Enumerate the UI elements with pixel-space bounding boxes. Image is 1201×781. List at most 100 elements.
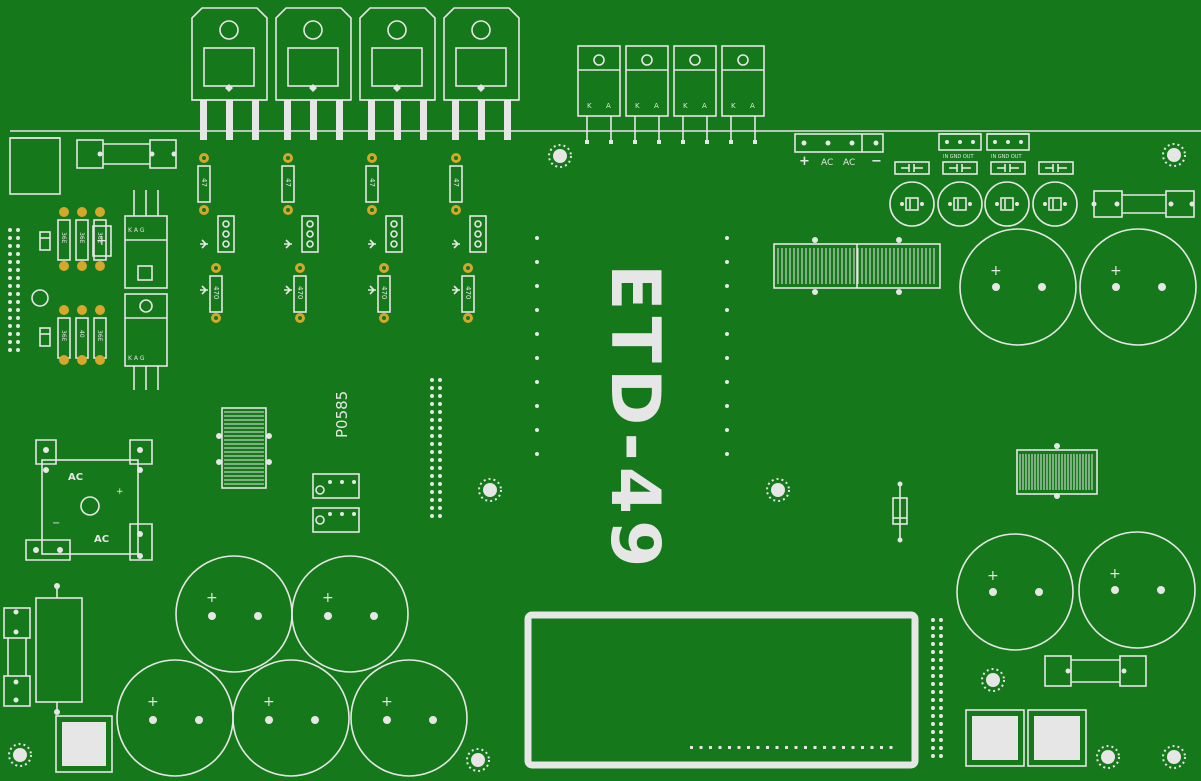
svg-text:36E: 36E [78,232,85,244]
display-pin [718,746,722,749]
voltage-regulator-pair: IN GND OUT IN GND OUT [938,133,1030,160]
svg-text:47: 47 [200,178,208,187]
via-dot [438,394,442,398]
via-dot [430,506,434,510]
via-dot [725,452,729,456]
via-dot [725,236,729,240]
resistor-cluster-bottom: 36E 40 36E [57,305,107,365]
display-pin [832,746,836,749]
via-dot [725,404,729,408]
header-column-mid [430,378,442,518]
via-dot [939,626,943,630]
regulator-pin-label: IN GND OUT [943,154,974,160]
via-dot [430,418,434,422]
via-dot [8,236,12,240]
svg-text:K: K [587,102,592,110]
via-dot [725,308,729,312]
display-pin [737,746,741,749]
small-diode-left [31,231,51,347]
svg-text:K A G: K A G [128,227,145,234]
via-dot [430,442,434,446]
via-dot [430,450,434,454]
via-dot [939,698,943,702]
via-dot [8,348,12,352]
via-dot [8,260,12,264]
svg-text:470: 470 [212,286,220,299]
via-dot [430,490,434,494]
trimmer-block [312,473,360,533]
svg-text:36E: 36E [96,232,103,244]
heatsink-comb-small [216,407,272,489]
via-dot [8,292,12,296]
via-dot [931,730,935,734]
display-pin [889,746,893,749]
display-pin [766,746,769,749]
via-dot [438,386,442,390]
large-capacitor: + [1078,531,1196,649]
mounting-hole [466,748,490,772]
display-pin [690,746,693,749]
terminal-label-ac2: AC [843,158,855,168]
triac-bottom: K A G [124,293,168,390]
svg-text:AC: AC [94,534,109,545]
via-dot [725,356,729,360]
heatsink-comb-right [1016,443,1098,499]
via-dot [430,498,434,502]
via-dot [939,730,943,734]
via-dot [939,650,943,654]
mounting-hole [981,668,1005,692]
via-dot [16,292,20,296]
via-dot [931,634,935,638]
svg-text:+: + [263,694,275,710]
power-transistor [275,7,352,140]
large-capacitor: + [232,659,350,777]
svg-text:+: + [1110,263,1122,279]
svg-text:470: 470 [464,286,472,299]
large-capacitor: + [959,228,1077,346]
via-dot [16,340,20,344]
via-dot [535,236,539,240]
terminal-label-plus: + [799,154,810,169]
driver-channel: 47 470 [365,153,403,323]
via-dot [931,658,935,662]
svg-text:−: − [52,518,60,529]
via-dot [8,228,12,232]
via-dot [8,244,12,248]
via-dot [939,690,943,694]
via-dot [438,410,442,414]
via-dot [438,474,442,478]
via-dot [535,380,539,384]
via-dot [939,706,943,710]
svg-text:47: 47 [452,178,460,187]
power-transistor [191,7,268,140]
svg-text:+: + [381,694,393,710]
heatsink-comb-top [773,237,941,295]
fuse-holder-left [76,139,177,169]
large-capacitor: + [350,659,468,777]
via-dot [939,666,943,670]
via-dot [430,466,434,470]
power-transistor [359,7,436,140]
via-dot [16,300,20,304]
via-dot [430,386,434,390]
svg-text:47: 47 [284,178,292,187]
driver-channel: 47 470 [281,153,319,323]
via-dot [535,284,539,288]
via-dot [438,426,442,430]
svg-text:A: A [750,102,755,110]
display-pin [756,746,760,749]
via-dot [939,634,943,638]
power-transistor-group [191,7,520,140]
svg-text:A: A [606,102,611,110]
via-dot [16,228,20,232]
via-dot [438,418,442,422]
svg-text:A: A [654,102,659,110]
header-column-left [8,228,20,352]
via-dot [939,754,943,758]
fuse-holder-right [1091,190,1195,218]
via-dot [438,378,442,382]
svg-text:+: + [116,487,124,497]
via-dot [430,514,434,518]
